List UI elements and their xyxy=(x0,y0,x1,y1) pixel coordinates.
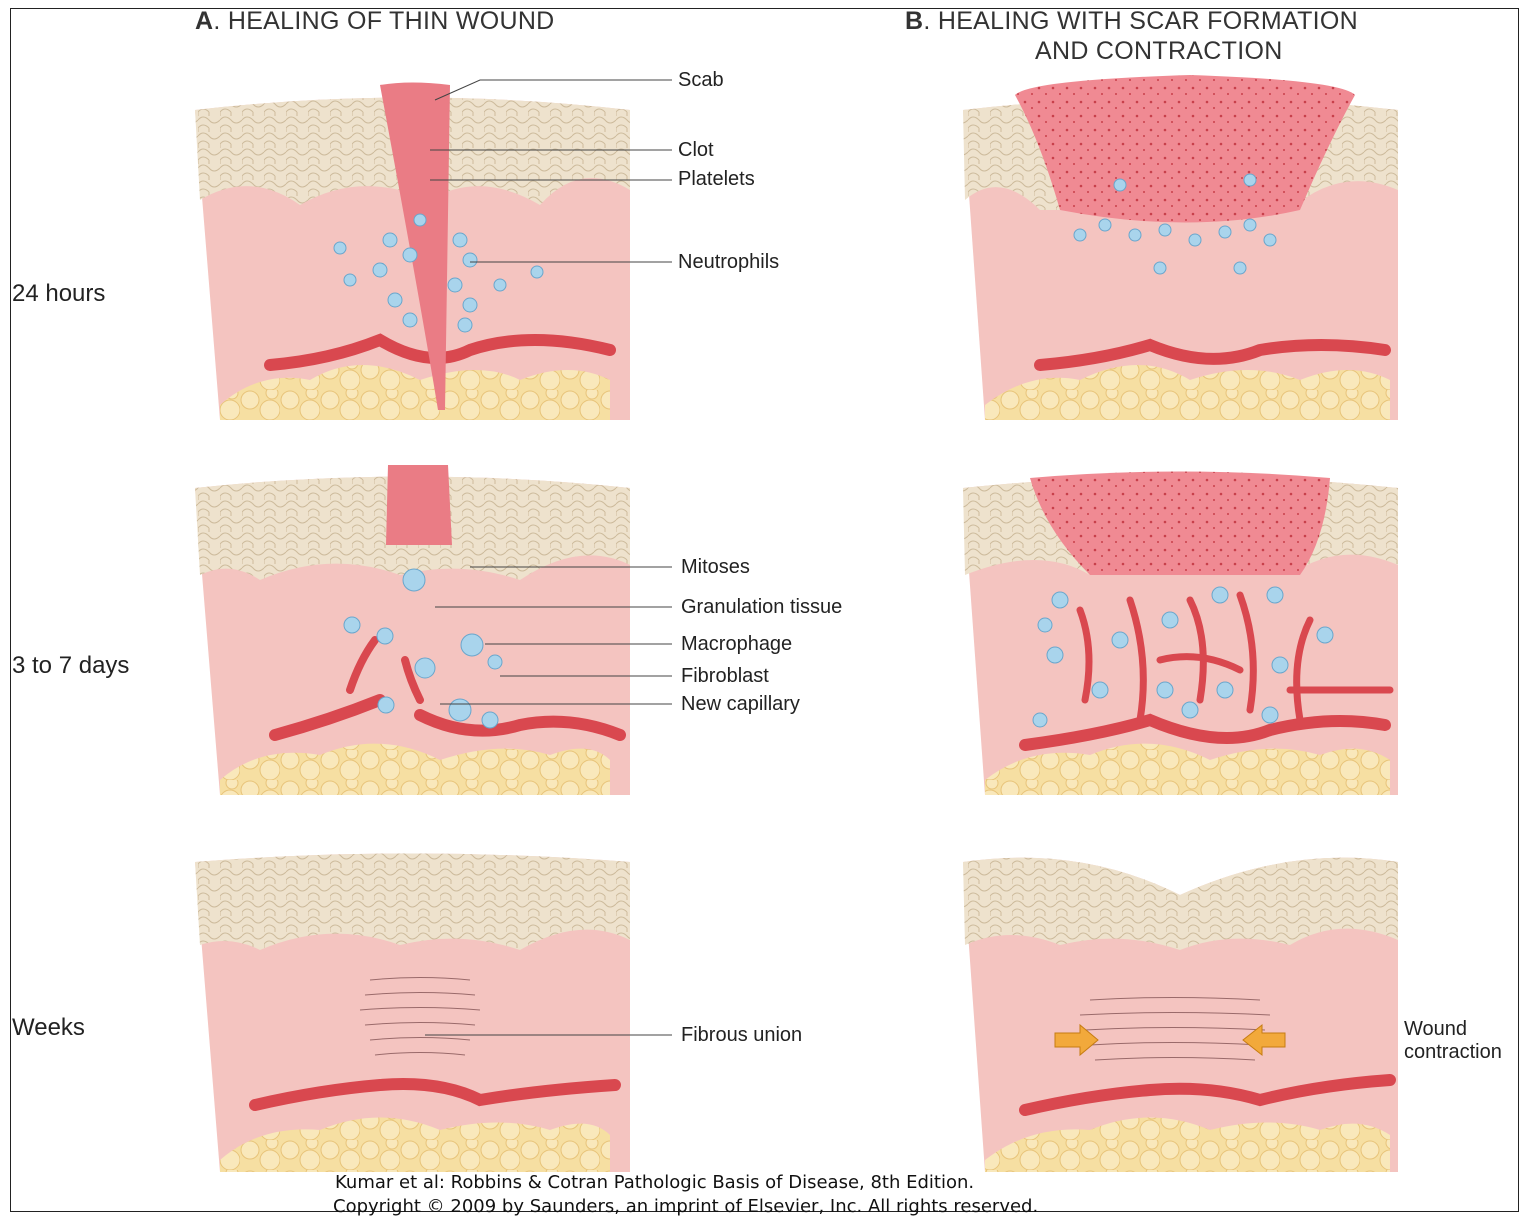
callout-new-capillary: New capillary xyxy=(681,693,800,715)
row-label-weeks: Weeks xyxy=(12,1014,85,1042)
panel-b3 xyxy=(963,858,1398,1172)
callout-macrophage: Macrophage xyxy=(681,633,792,655)
callout-clot: Clot xyxy=(678,139,714,161)
callout-fibrous-union: Fibrous union xyxy=(681,1024,802,1046)
callout-neutrophils: Neutrophils xyxy=(678,251,779,273)
panel-a1 xyxy=(195,83,630,421)
panel-a3 xyxy=(195,854,630,1173)
callout-wound-line1: Wound xyxy=(1404,1018,1467,1040)
callout-mitoses: Mitoses xyxy=(681,556,750,578)
header-b-line1: B. HEALING WITH SCAR FORMATION xyxy=(905,6,1358,36)
row-label-3-to-7-days: 3 to 7 days xyxy=(12,652,129,680)
panel-a2 xyxy=(195,465,630,795)
callout-granulation-tissue: Granulation tissue xyxy=(681,596,842,618)
panel-b2 xyxy=(963,472,1398,796)
callout-wound-line2: contraction xyxy=(1404,1041,1518,1063)
credit-line1: Kumar et al: Robbins & Cotran Pathologic… xyxy=(335,1172,974,1193)
callout-scab: Scab xyxy=(678,69,724,91)
header-a: A. HEALING OF THIN WOUND xyxy=(195,6,555,36)
panel-b1 xyxy=(963,75,1398,420)
header-b-line2: AND CONTRACTION xyxy=(1035,36,1283,66)
callout-platelets: Platelets xyxy=(678,168,755,190)
row-label-24-hours: 24 hours xyxy=(12,280,105,308)
credit-line2: Copyright © 2009 by Saunders, an imprint… xyxy=(333,1196,1038,1217)
callout-fibroblast: Fibroblast xyxy=(681,665,769,687)
